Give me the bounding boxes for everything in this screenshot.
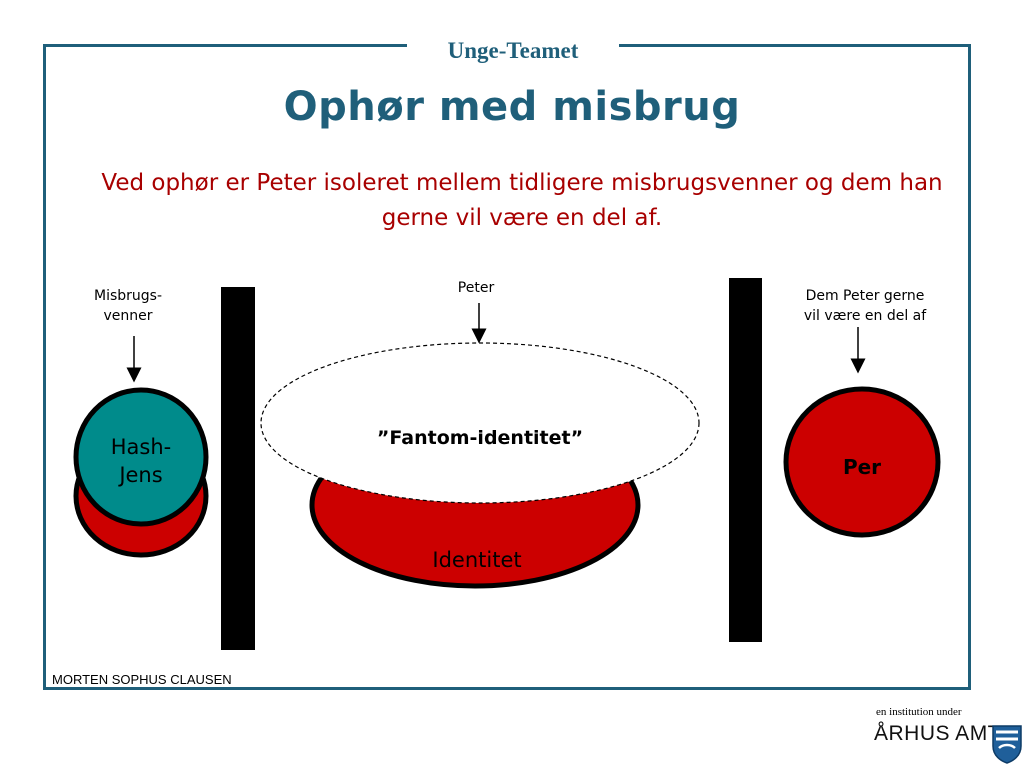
label-peter: Peter [457,280,495,296]
header-gap [407,36,619,56]
team-name: Unge-Teamet [447,38,579,63]
aarhus-amt-logo-icon [992,725,1022,764]
slide-title: Ophør med misbrug [283,84,741,130]
phantom-identity-label: ”Fantom-identitet” [376,427,584,449]
hash-jens-circle [73,387,209,527]
per-label: Per [842,455,882,479]
per-circle [783,386,941,538]
author-name: MORTEN SOPHUS CLAUSEN [52,672,232,687]
identity-label: Identitet [432,548,522,572]
label-target-group: Dem Peter gerne vil være en del af [803,288,927,324]
phantom-identity-ellipse [260,342,700,504]
institution-note: en institution under [876,706,962,718]
right-barrier [729,278,762,642]
slide-subtitle: Ved ophør er Peter isoleret mellem tidli… [101,170,943,231]
left-barrier [221,287,255,650]
hash-jens-label: Hash- Jens [110,435,172,487]
institution-name: ÅRHUS AMT [874,722,1002,745]
label-misbrugs-venner: Misbrugs- venner [93,288,162,324]
